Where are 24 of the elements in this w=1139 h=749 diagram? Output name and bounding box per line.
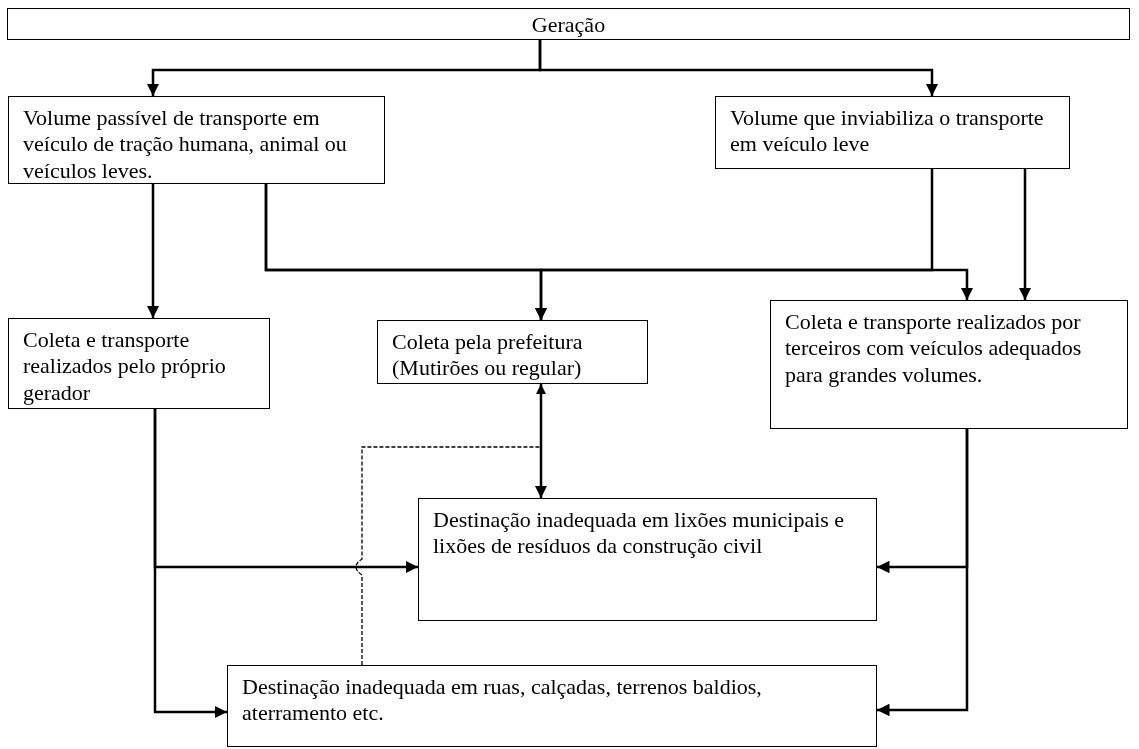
arrow [264,184,974,300]
process-box [7,8,1130,40]
process-box [377,320,648,384]
box-text: Coleta e transporte realizados por terceiros com veículos adequados para grandes volumes. [785,309,1082,387]
arrow [153,409,227,719]
dashed-arrow [355,383,547,666]
box-text: Volume que inviabiliza o transporte em veículo leve [730,105,1044,157]
process-box [418,498,877,621]
box-text: Coleta pela prefeitura (Mutirões ou regular) [392,329,583,381]
arrow [877,429,969,717]
box-text: Volume passível de transporte em veículo de tração humana, animal ou veículos leves. [23,105,347,183]
box-text: Coleta e transporte realizados pelo próprio gerador [23,327,226,405]
process-box [8,318,270,409]
box-text: Destinação inadequada em lixões municipais e lixões de resíduos da construção civil [433,507,845,559]
arrow [534,169,934,320]
process-box [8,96,385,184]
box-text: Geração [531,12,606,37]
process-box [715,96,1070,169]
box-text: Destinação inadequada em ruas, calçadas, terrenos baldios, aterramento etc. [242,674,762,726]
arrow [538,40,939,96]
process-box [227,665,877,747]
arrow [1018,169,1032,300]
arrow [146,184,160,318]
process-box [770,300,1128,429]
